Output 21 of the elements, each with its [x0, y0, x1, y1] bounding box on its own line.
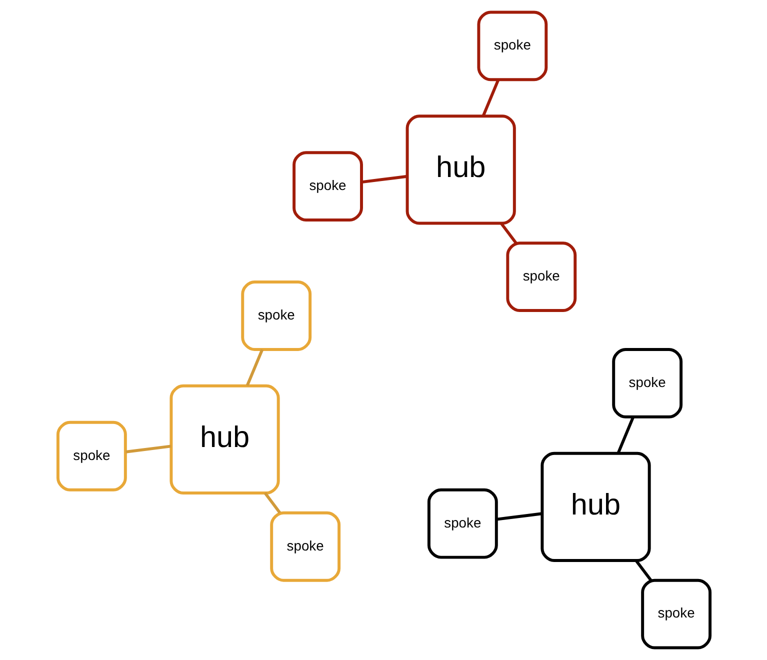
connector — [245, 348, 264, 386]
connector — [634, 560, 652, 582]
connector — [361, 174, 407, 184]
node-box: spoke — [240, 280, 312, 351]
node-box: spoke — [56, 420, 126, 492]
node-box: spoke — [640, 578, 712, 650]
node-box: spoke — [426, 488, 498, 559]
node-box: hub — [169, 384, 280, 495]
node-box: spoke — [292, 151, 362, 222]
node-box: spoke — [612, 348, 682, 418]
node-box: spoke — [476, 10, 548, 82]
connector — [481, 79, 500, 116]
connector — [496, 512, 542, 521]
node-box: hub — [405, 114, 516, 225]
node-box: spoke — [506, 242, 576, 312]
connector — [125, 444, 171, 454]
connector — [616, 416, 634, 454]
connector — [499, 222, 517, 244]
node-box: spoke — [270, 511, 340, 582]
connector — [263, 492, 281, 514]
node-box: hub — [540, 452, 650, 562]
